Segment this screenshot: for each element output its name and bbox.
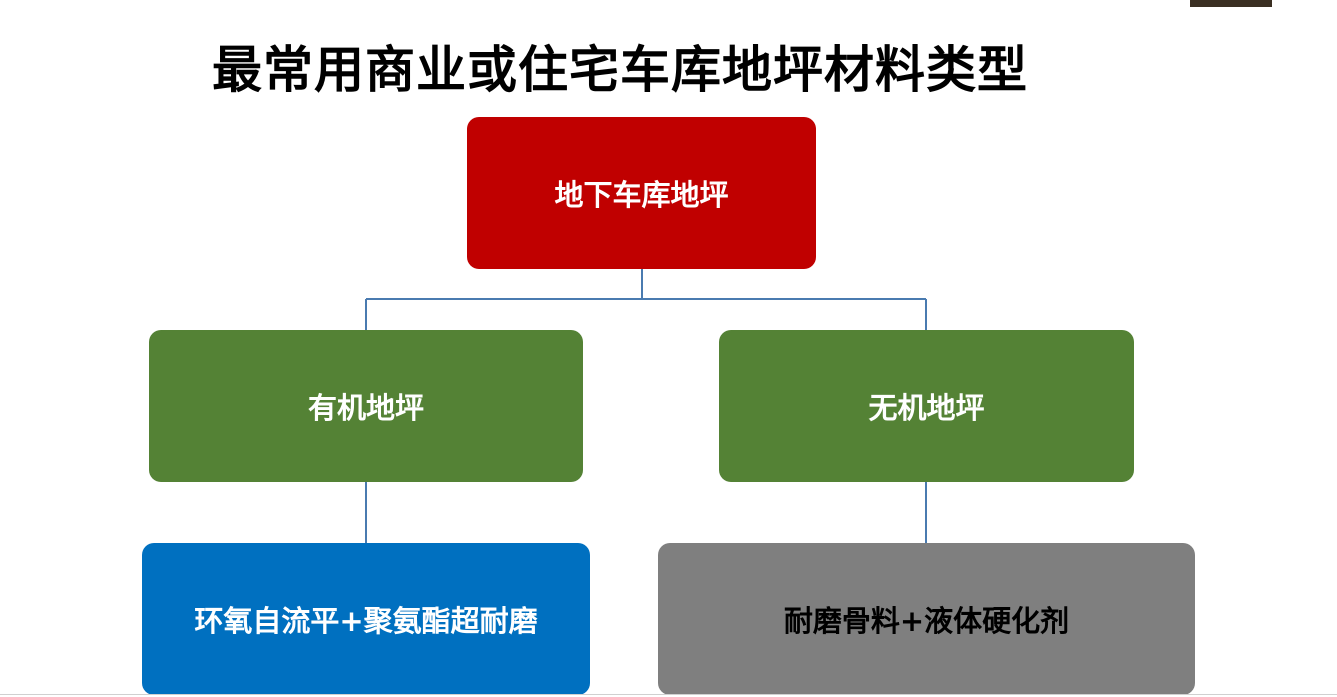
logo — [1190, 0, 1272, 7]
node-inorganic-floor: 无机地坪 — [719, 330, 1134, 482]
connector-root-to-level2 — [365, 269, 927, 330]
node-organic-material: 环氧自流平+聚氨酯超耐磨 — [142, 543, 590, 695]
node-label: 耐磨骨料+液体硬化剂 — [783, 604, 1070, 638]
node-label: 地下车库地坪 — [554, 178, 729, 212]
node-label: 有机地坪 — [307, 391, 424, 425]
bottom-divider — [0, 694, 1337, 695]
node-label: 无机地坪 — [868, 391, 985, 425]
node-organic-floor: 有机地坪 — [149, 330, 583, 482]
node-inorganic-material: 耐磨骨料+液体硬化剂 — [658, 543, 1195, 695]
page-title: 最常用商业或住宅车库地坪材料类型 — [212, 41, 1028, 99]
node-label: 环氧自流平+聚氨酯超耐磨 — [194, 604, 538, 638]
node-underground-garage-floor: 地下车库地坪 — [467, 117, 816, 269]
